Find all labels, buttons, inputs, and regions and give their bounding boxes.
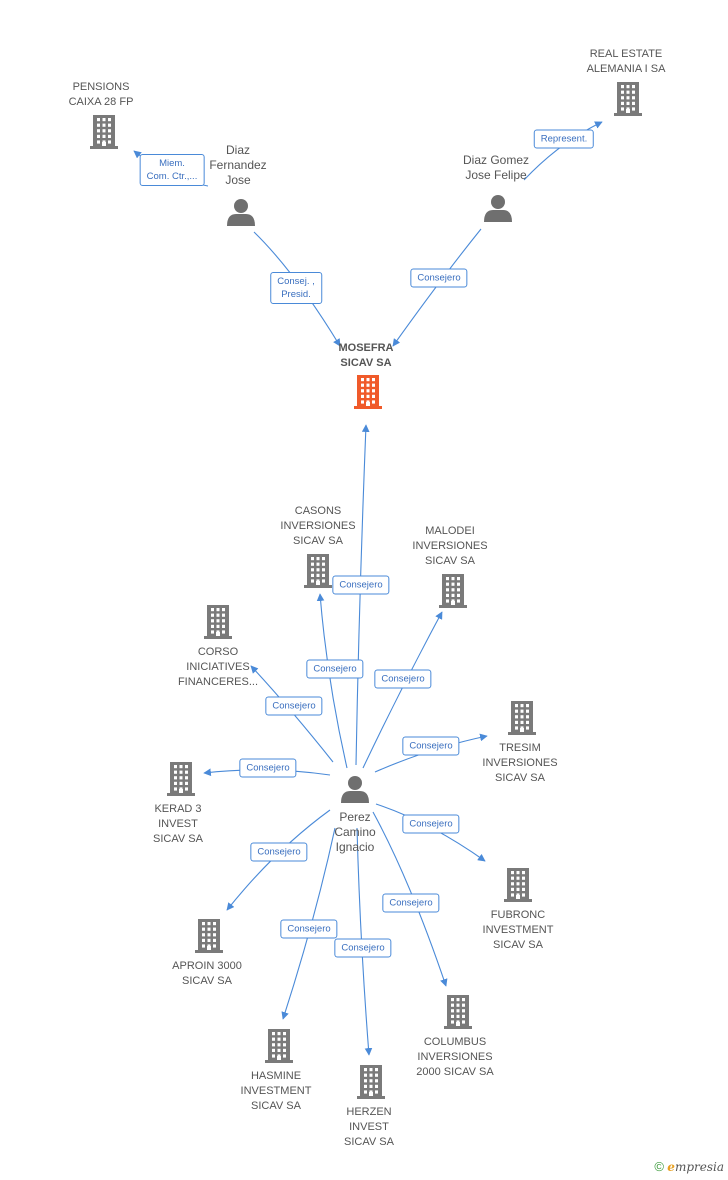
edge-label-perez-herzen[interactable]: Consejero <box>334 938 392 958</box>
node-label-casons[interactable]: CASONS INVERSIONES SICAV SA <box>280 505 356 547</box>
node-label-corso[interactable]: CORSO INICIATIVES FINANCERES... <box>177 646 259 688</box>
edge-label-perez-fubronc[interactable]: Consejero <box>402 814 460 834</box>
node-label-diazgjf[interactable]: Diaz Gomez Jose Felipe <box>462 153 530 182</box>
node-label-hasmine[interactable]: HASMINE INVESTMENT SICAV SA <box>240 1070 312 1112</box>
edge-label-diazgjf-mosefra[interactable]: Consejero <box>410 268 468 288</box>
node-label-pensions[interactable]: PENSIONS CAIXA 28 FP <box>68 81 134 108</box>
edge-perez-columbus <box>372 811 448 987</box>
node-label-perez[interactable]: Perez Camino Ignacio <box>334 810 376 854</box>
building-icon-fubronc[interactable] <box>504 868 532 902</box>
footer-brand[interactable]: © empresia <box>654 1159 724 1174</box>
edge-label-diazgjf-realestate[interactable]: Represent. <box>533 129 595 149</box>
building-icon-mosefra[interactable] <box>354 375 382 409</box>
node-label-diazfj[interactable]: Diaz Fernandez Jose <box>209 143 267 187</box>
edge-perez-malodei <box>362 611 443 769</box>
edge-label-perez-malodei[interactable]: Consejero <box>374 669 432 689</box>
edge-label-perez-hasmine[interactable]: Consejero <box>280 919 338 939</box>
node-label-herzen[interactable]: HERZEN INVEST SICAV SA <box>344 1106 394 1148</box>
person-icon-perez[interactable] <box>341 776 369 803</box>
building-icon-hasmine[interactable] <box>265 1029 293 1063</box>
node-label-realestate[interactable]: REAL ESTATE ALEMANIA I SA <box>586 48 666 75</box>
edge-label-perez-aproin[interactable]: Consejero <box>250 842 308 862</box>
person-icon-diazfj[interactable] <box>227 199 255 226</box>
edge-label-diazfj-mosefra[interactable]: Consej. , Presid. <box>270 272 322 304</box>
building-icon-casons[interactable] <box>304 554 332 588</box>
building-icon-columbus[interactable] <box>444 995 472 1029</box>
node-label-columbus[interactable]: COLUMBUS INVERSIONES 2000 SICAV SA <box>416 1036 494 1078</box>
edge-label-perez-kerad[interactable]: Consejero <box>239 758 297 778</box>
edge-diazgjf-mosefra <box>392 228 482 347</box>
node-label-aproin[interactable]: APROIN 3000 SICAV SA <box>172 960 242 987</box>
building-icon-kerad[interactable] <box>167 762 195 796</box>
node-label-fubronc[interactable]: FUBRONC INVESTMENT SICAV SA <box>482 909 554 951</box>
brand-name: empresia <box>667 1160 724 1174</box>
building-icon-malodei[interactable] <box>439 574 467 608</box>
building-icon-aproin[interactable] <box>195 919 223 953</box>
building-icon-realestate[interactable] <box>614 82 642 116</box>
node-label-kerad[interactable]: KERAD 3 INVEST SICAV SA <box>153 803 203 845</box>
edge-label-perez-columbus[interactable]: Consejero <box>382 893 440 913</box>
person-icon-diazgjf[interactable] <box>484 195 512 222</box>
node-label-tresim[interactable]: TRESIM INVERSIONES SICAV SA <box>482 742 558 784</box>
copyright-symbol: © <box>654 1159 664 1174</box>
edge-perez-casons <box>316 593 348 769</box>
edge-label-perez-mosefra[interactable]: Consejero <box>332 575 390 595</box>
edge-label-perez-corso[interactable]: Consejero <box>265 696 323 716</box>
edge-label-perez-tresim[interactable]: Consejero <box>402 736 460 756</box>
building-icon-corso[interactable] <box>204 605 232 639</box>
building-icon-tresim[interactable] <box>508 701 536 735</box>
node-label-mosefra[interactable]: MOSEFRA SICAV SA <box>338 342 394 369</box>
edge-label-diazfj-pensions[interactable]: Miem. Com. Ctr.,... <box>139 154 205 186</box>
edge-perez-mosefra <box>355 424 370 766</box>
building-icon-herzen[interactable] <box>357 1065 385 1099</box>
node-label-malodei[interactable]: MALODEI INVERSIONES SICAV SA <box>412 525 488 567</box>
edge-label-perez-casons[interactable]: Consejero <box>306 659 364 679</box>
building-icon-pensions[interactable] <box>90 115 118 149</box>
